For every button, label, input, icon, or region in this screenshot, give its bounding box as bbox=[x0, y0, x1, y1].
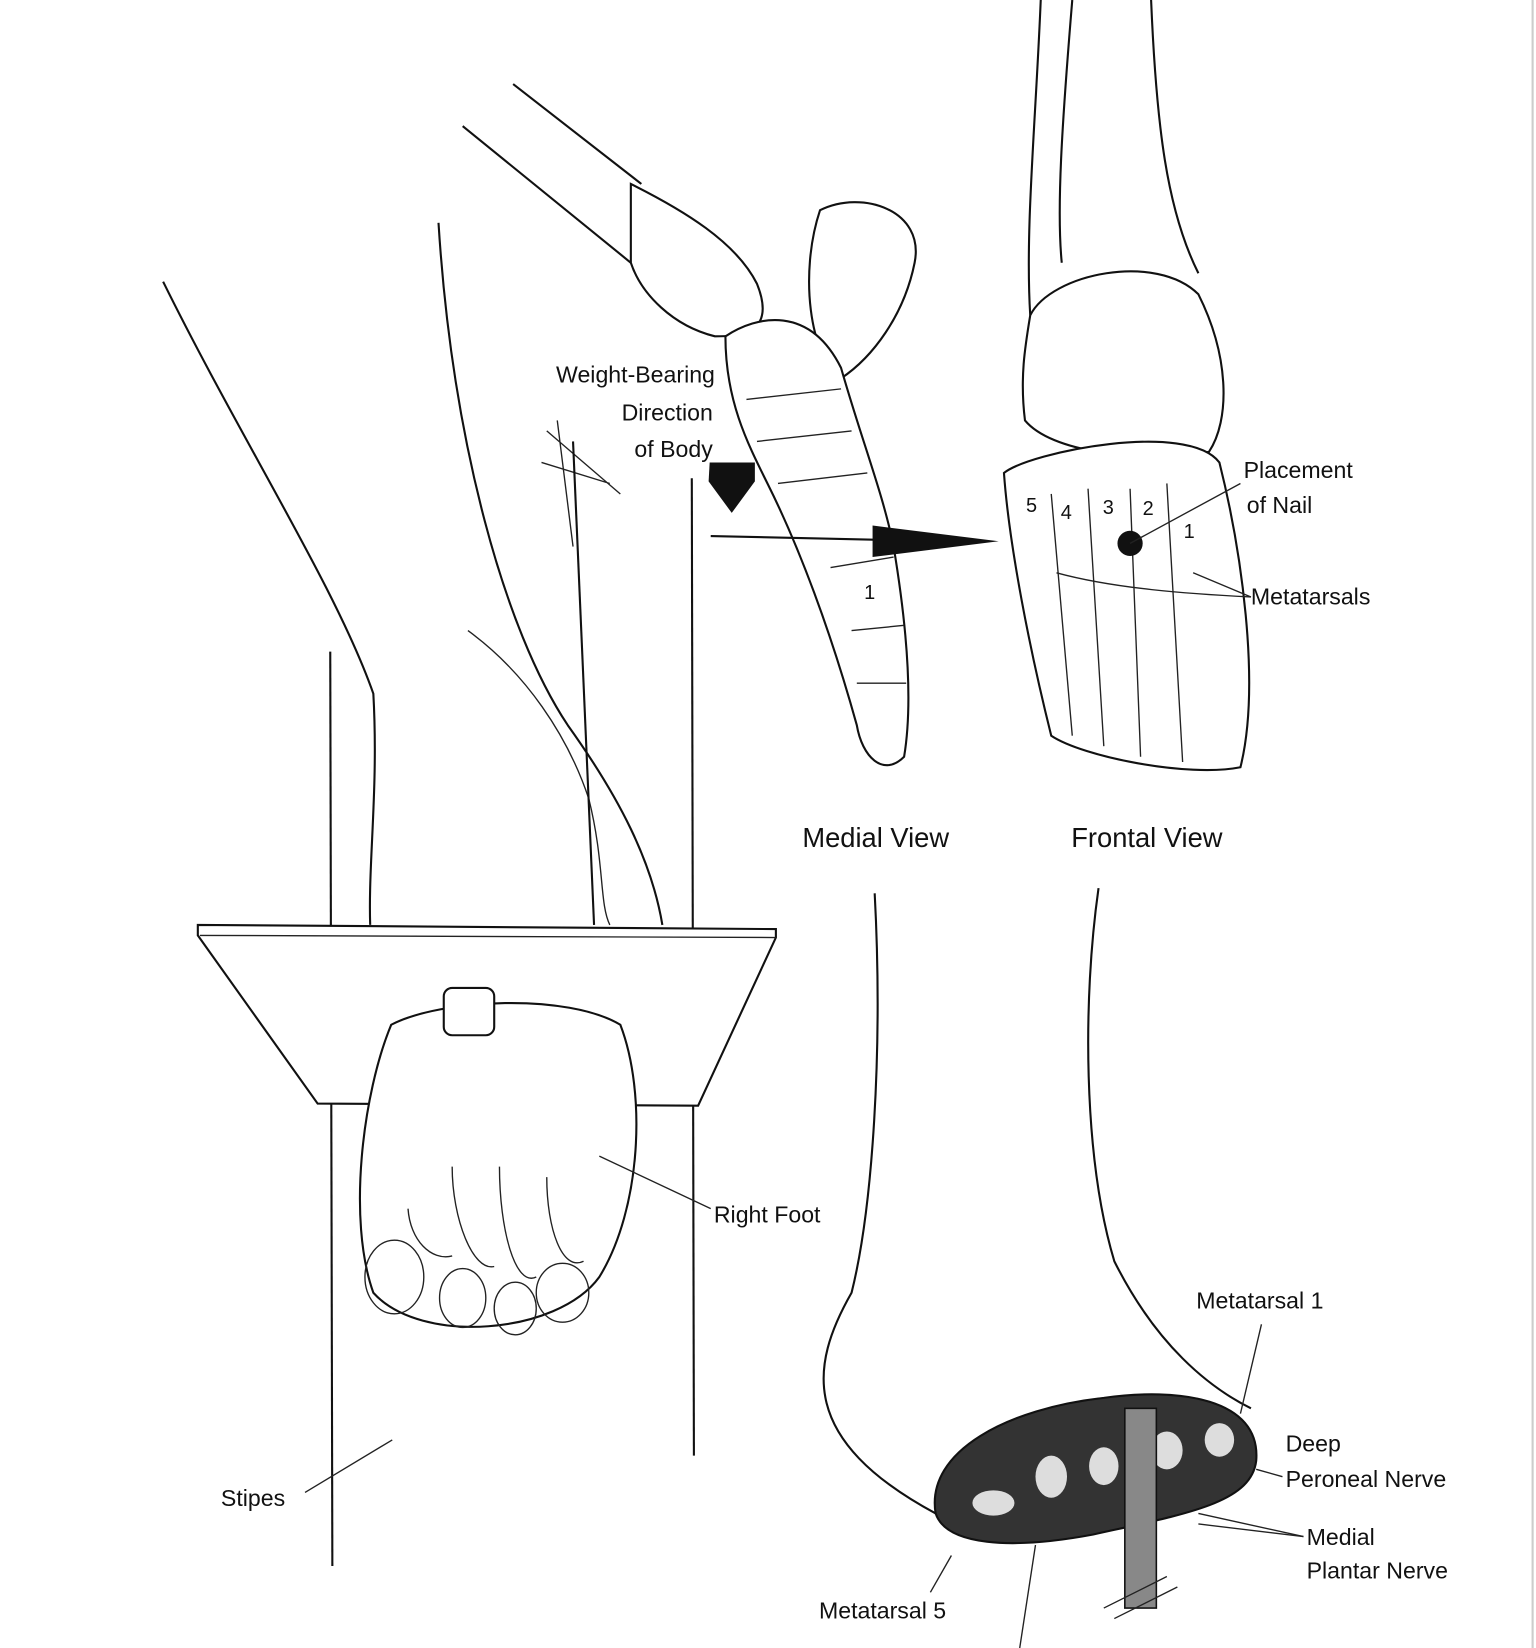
metatarsal-number-3: 3 bbox=[1103, 497, 1114, 519]
nail-section bbox=[1124, 1407, 1158, 1609]
stipes-leader bbox=[304, 1439, 393, 1494]
frontal-view-drawing bbox=[1002, 0, 1252, 772]
right-arrow-icon bbox=[872, 525, 999, 558]
label-weight-bearing: Weight-Bearing bbox=[556, 362, 715, 388]
metatarsal-number-4: 4 bbox=[1061, 502, 1072, 524]
metatarsal-number-5: 5 bbox=[1026, 495, 1037, 517]
metatarsal-number-2: 2 bbox=[1143, 498, 1154, 520]
left-leg-drawing bbox=[162, 222, 664, 926]
nail-shaft bbox=[571, 441, 596, 925]
label-direction: Direction bbox=[622, 399, 713, 425]
label-metatarsals: Metatarsals bbox=[1251, 583, 1370, 609]
label-peroneal-nerve: Peroneal Nerve bbox=[1286, 1466, 1447, 1492]
section-view-drawing bbox=[822, 887, 1304, 1648]
down-arrow-icon bbox=[708, 462, 755, 513]
metatarsal-number-1: 1 bbox=[1184, 521, 1195, 543]
medial-metatarsal-number-1: 1 bbox=[864, 582, 875, 604]
label-of-nail: of Nail bbox=[1247, 492, 1313, 518]
label-deep: Deep bbox=[1286, 1430, 1341, 1456]
nail-head bbox=[442, 986, 496, 1037]
label-metatarsal-1: Metatarsal 1 bbox=[1196, 1288, 1323, 1314]
label-placement: Placement bbox=[1244, 457, 1354, 483]
label-plantar-nerve: Plantar Nerve bbox=[1307, 1558, 1448, 1584]
label-frontal-view: Frontal View bbox=[1071, 822, 1223, 853]
label-right-foot: Right Foot bbox=[714, 1201, 821, 1227]
medial-view-drawing bbox=[462, 83, 999, 767]
label-medial-view: Medial View bbox=[802, 822, 949, 853]
right-foot-drawing bbox=[358, 986, 712, 1336]
label-stipes: Stipes bbox=[221, 1485, 285, 1511]
label-metatarsal-5: Metatarsal 5 bbox=[819, 1598, 946, 1624]
label-medial: Medial bbox=[1307, 1524, 1375, 1550]
label-of-body: of Body bbox=[634, 436, 713, 462]
nail-placement-marker bbox=[1117, 530, 1143, 556]
